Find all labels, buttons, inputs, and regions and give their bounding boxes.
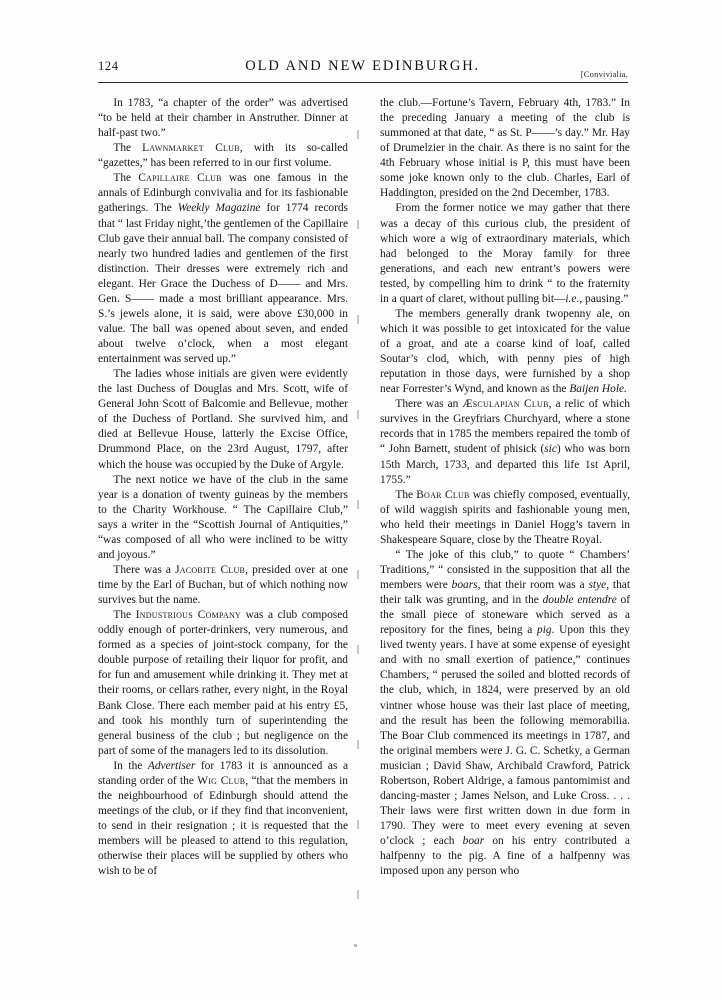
- italic-phrase: pig: [537, 624, 552, 637]
- text-run: the club.—Fortune’s Tavern, February 4th…: [380, 97, 630, 200]
- section-signature-note: [Convivialia.: [580, 69, 628, 79]
- text-run: , “that the members in the neighbourhood…: [98, 774, 349, 878]
- text-run: The ladies whose initials are given were…: [98, 368, 348, 471]
- body-paragraph: The next notice we have of the club in t…: [98, 473, 348, 563]
- text-run: , a relic of which survives in the Greyf…: [380, 398, 630, 456]
- text-run: , that their room was a: [477, 579, 589, 591]
- text-run: , presided over at one time by the Earl …: [98, 563, 348, 607]
- body-paragraph: In the Advertiser for 1783 it is announc…: [98, 759, 348, 880]
- text-run: was one famous in the annals of Edinburg…: [98, 172, 348, 215]
- small-caps-club-name: Capillaire Club: [138, 172, 222, 185]
- header-rule: [98, 82, 628, 83]
- text-run: In the: [113, 759, 148, 772]
- small-caps-club-name: Jacobite Club: [175, 563, 246, 576]
- text-run: for 1774 records that “ last Friday nigh…: [98, 202, 348, 366]
- body-paragraph: There was a Jacobite Club, presided over…: [98, 563, 348, 608]
- text-run: , with its so-called “gazettes,” has bee…: [98, 142, 348, 170]
- body-paragraph: The members generally drank twopenny ale…: [380, 307, 630, 397]
- text-run: . Upon this they lived twenty years. I h…: [380, 624, 630, 848]
- right-text-column: the club.—Fortune’s Tavern, February 4th…: [380, 96, 630, 924]
- italic-phrase: double entendre: [542, 594, 617, 607]
- left-text-column: In 1783, “a chapter of the order” was ad…: [98, 96, 348, 924]
- text-run: , pausing.”: [579, 292, 629, 305]
- text-run: on his entry contributed a halfpenny to …: [380, 835, 630, 878]
- italic-phrase: i.e.: [565, 292, 580, 305]
- small-caps-club-name: Boar Club: [416, 488, 470, 501]
- text-run: There was a: [113, 563, 176, 576]
- text-run: ) who was born 15th March, 1733, and dep…: [380, 443, 631, 486]
- text-run: The: [113, 142, 143, 155]
- running-head: 124 OLD AND NEW EDINBURGH. [Convivialia.: [98, 58, 628, 80]
- body-paragraph: In 1783, “a chapter of the order” was ad…: [98, 96, 348, 141]
- body-paragraph: The Lawnmarket Club, with its so-called …: [98, 141, 348, 171]
- body-paragraph: From the former notice we may gather tha…: [380, 201, 630, 306]
- paper-speck: [354, 944, 357, 947]
- body-paragraph: The ladies whose initials are given were…: [98, 367, 348, 472]
- small-caps-club-name: Industrious Company: [135, 609, 242, 622]
- text-run: From the former notice we may gather tha…: [380, 202, 630, 305]
- text-run: There was an: [395, 398, 463, 411]
- italic-phrase: boar: [462, 835, 485, 848]
- italic-phrase: Advertiser: [147, 759, 196, 772]
- text-run: The next notice we have of the club in t…: [98, 473, 348, 561]
- gutter-speckles: [357, 100, 359, 920]
- italic-phrase: boars: [451, 579, 478, 591]
- text-run: was chiefly composed, eventually, of wil…: [380, 488, 631, 546]
- body-paragraph: There was an Æsculapian Club, a relic of…: [380, 397, 630, 487]
- italic-phrase: sic: [544, 443, 557, 456]
- italic-phrase: Weekly Magazine: [177, 202, 261, 215]
- text-run: The: [113, 172, 139, 185]
- italic-phrase: Baijen Hole.: [569, 383, 627, 396]
- small-caps-club-name: Wig Club: [197, 774, 246, 787]
- text-run: for 1783 it is announced as a standing o…: [98, 759, 348, 787]
- text-run: , that their talk was grunting, and in t…: [380, 579, 630, 607]
- body-paragraph: The Capillaire Club was one famous in th…: [98, 171, 348, 367]
- running-title: OLD AND NEW EDINBURGH.: [245, 58, 481, 74]
- text-run: The members generally drank twopenny ale…: [380, 307, 630, 396]
- small-caps-club-name: Lawnmarket Club: [142, 142, 240, 155]
- italic-phrase: stye: [588, 579, 607, 591]
- body-paragraph: The Boar Club was chiefly composed, even…: [380, 488, 630, 548]
- text-run: The: [113, 609, 136, 622]
- text-run: The: [395, 488, 417, 501]
- text-run: “ The joke of this club,” to quote “ Cha…: [380, 548, 630, 591]
- body-paragraph: The Industrious Company was a club compo…: [98, 608, 348, 759]
- text-run: In 1783, “a chapter of the order” was ad…: [98, 97, 348, 140]
- page-folio-number: 124: [98, 59, 119, 73]
- text-run: of the small piece of stoneware which se…: [380, 594, 631, 637]
- two-column-body: In 1783, “a chapter of the order” was ad…: [98, 96, 630, 924]
- text-run: was a club composed oddly enough of port…: [98, 609, 348, 757]
- body-paragraph: “ The joke of this club,” to quote “ Cha…: [380, 548, 630, 879]
- body-paragraph: the club.—Fortune’s Tavern, February 4th…: [380, 96, 630, 201]
- small-caps-club-name: Æsculapian Club: [462, 398, 549, 411]
